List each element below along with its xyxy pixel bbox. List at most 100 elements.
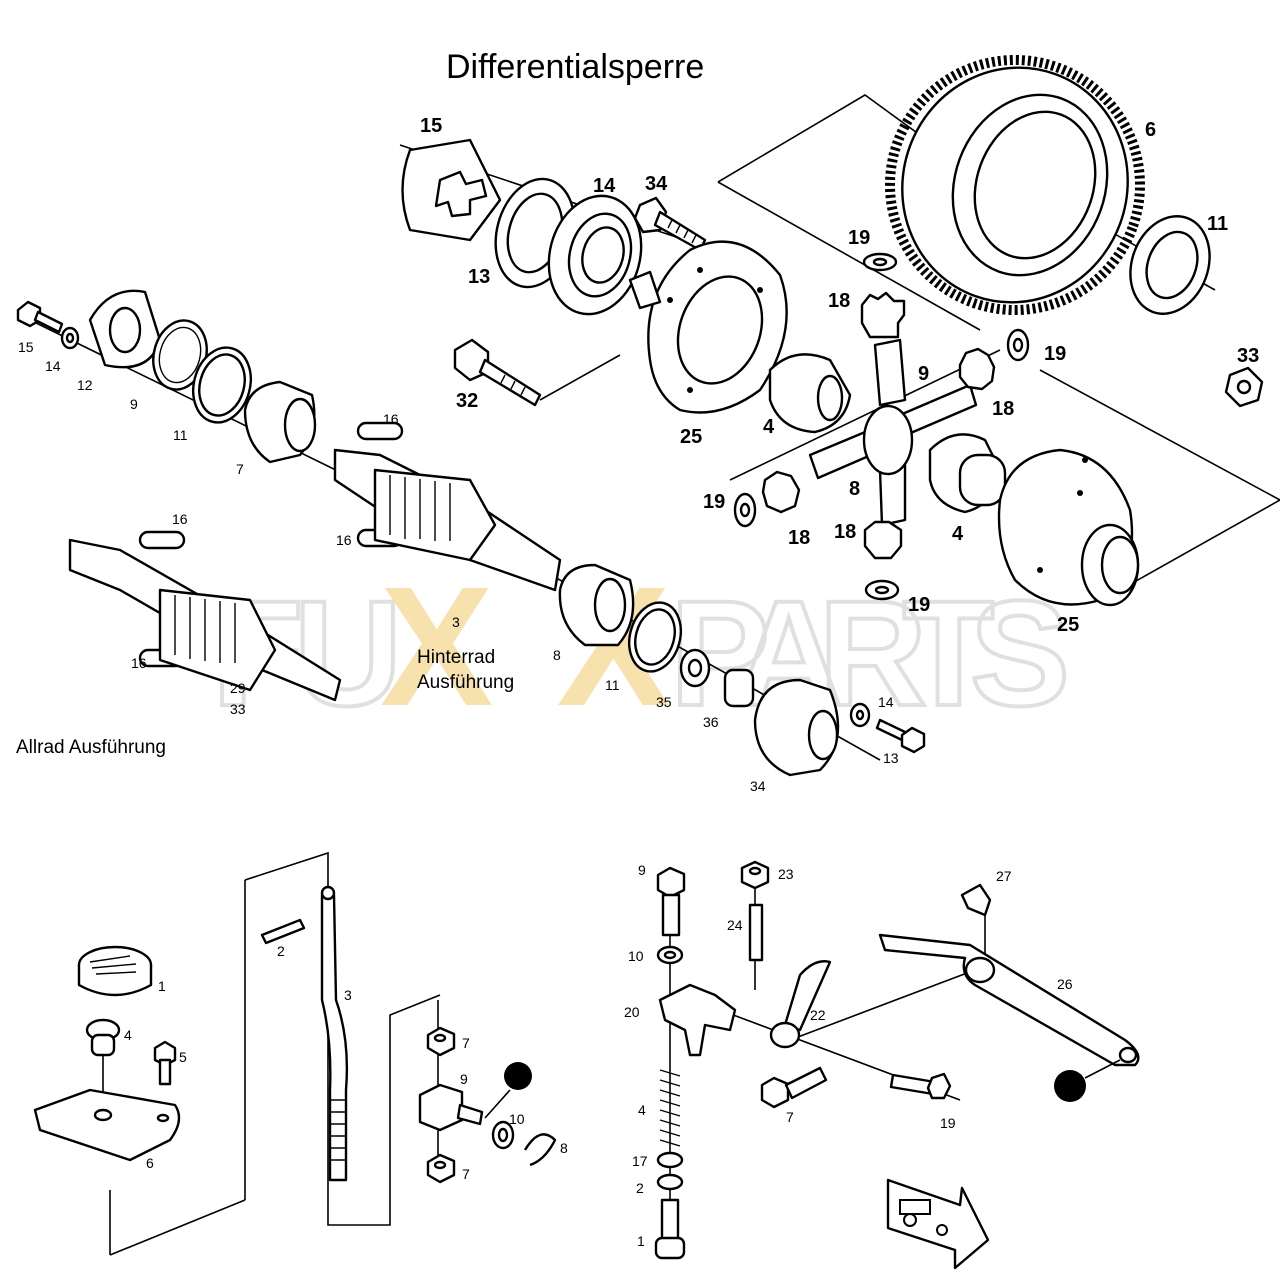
diff-leader-lines xyxy=(399,94,1280,591)
part-bolt-34 xyxy=(633,196,707,252)
part-shaft-rear xyxy=(333,448,562,592)
label-right-22: 22 xyxy=(810,1007,826,1023)
label-shaft-35: 35 xyxy=(656,694,672,710)
label-diff-11: 11 xyxy=(1207,213,1228,235)
label-diff-19d: 19 xyxy=(908,594,930,616)
label-shaft-3: 3 xyxy=(452,614,460,630)
part-fitting-27 xyxy=(960,883,992,917)
part-plate-6 xyxy=(33,1088,181,1162)
label-left-8: 8 xyxy=(560,1140,568,1156)
label-diff-18a: 18 xyxy=(828,290,850,312)
part-flange-12 xyxy=(88,289,162,369)
part-bolt-15-small xyxy=(16,300,64,334)
part-washer-2-right xyxy=(656,1173,684,1191)
part-pin-2 xyxy=(260,918,306,945)
part-block-9 xyxy=(418,1083,484,1132)
label-shaft-33: 33 xyxy=(230,701,246,717)
part-rod-3 xyxy=(320,885,349,1182)
label-diff-18b: 18 xyxy=(992,398,1014,420)
part-ring-11b xyxy=(628,601,682,673)
part-coupling-sleeve xyxy=(401,138,502,242)
label-shaft-9: 9 xyxy=(130,396,138,412)
label-diff-8: 8 xyxy=(849,478,860,500)
label-diff-4a: 4 xyxy=(763,416,775,438)
part-nut-7-upper xyxy=(426,1026,456,1057)
label-shaft-29: 29 xyxy=(230,680,246,696)
label-diff-14: 14 xyxy=(593,175,616,197)
label-shaft-11b: 11 xyxy=(605,677,620,693)
label-right-24: 24 xyxy=(727,917,743,933)
label-shaft-7: 7 xyxy=(236,461,244,477)
part-ball-bearing-right xyxy=(1129,215,1211,315)
callout-marker-right: A xyxy=(1054,1059,1121,1102)
part-washer-14b xyxy=(849,702,871,728)
label-right-17: 17 xyxy=(632,1153,648,1169)
part-washer-17 xyxy=(656,1151,684,1169)
label-shaft-12: 12 xyxy=(77,377,93,393)
label-right-4: 4 xyxy=(638,1102,646,1118)
part-washer-10 xyxy=(491,1120,515,1150)
label-diff-19a: 19 xyxy=(848,227,870,249)
lever-left-leader-lines xyxy=(102,851,441,1256)
part-nut-23 xyxy=(740,860,770,890)
caption-hinterrad-line1: Hinterrad xyxy=(417,647,496,668)
label-shaft-11: 11 xyxy=(173,427,188,443)
label-right-26: 26 xyxy=(1057,976,1073,992)
part-ball-bearing-upper xyxy=(547,194,643,316)
label-diff-19b: 19 xyxy=(1044,343,1066,365)
label-shaft-16a: 16 xyxy=(383,411,399,427)
label-right-10: 10 xyxy=(628,948,644,964)
label-left-7b: 7 xyxy=(462,1166,470,1182)
label-left-10: 10 xyxy=(509,1111,525,1127)
label-diff-15: 15 xyxy=(420,115,442,137)
label-left-9: 9 xyxy=(460,1071,468,1087)
part-bolt-13 xyxy=(875,718,926,754)
part-flange-34 xyxy=(753,678,840,777)
label-right-27: 27 xyxy=(996,868,1012,884)
part-knob-1 xyxy=(77,945,153,997)
label-shaft-14b: 14 xyxy=(878,694,894,710)
label-diff-6: 6 xyxy=(1145,119,1156,141)
label-right-7: 7 xyxy=(786,1109,794,1125)
callout-marker-text: A xyxy=(512,1067,525,1087)
part-diff-housing-upper xyxy=(628,240,788,414)
label-diff-34: 34 xyxy=(645,173,668,195)
label-diff-25b: 25 xyxy=(1057,614,1079,636)
lever-right-part-labels: 9 23 10 24 20 22 27 26 4 7 19 17 2 1 xyxy=(624,862,1073,1249)
part-bracket-20 xyxy=(658,983,737,1057)
part-bolt-5 xyxy=(153,1040,177,1086)
lever-left-part-labels: 1 4 5 6 2 3 7 9 10 8 7 xyxy=(124,943,568,1182)
label-diff-18c: 18 xyxy=(788,527,810,549)
part-spacer-36 xyxy=(723,668,755,708)
part-diff-housing-lower xyxy=(997,448,1140,607)
part-bolt-9-right xyxy=(656,866,686,937)
part-washer-14-small xyxy=(60,326,80,350)
part-ring-gear xyxy=(885,55,1145,315)
part-pin-1-right xyxy=(654,1198,686,1260)
label-right-2: 2 xyxy=(636,1180,644,1196)
label-diff-32: 32 xyxy=(456,390,478,412)
label-diff-18d: 18 xyxy=(834,521,856,543)
label-right-1: 1 xyxy=(637,1233,645,1249)
callout-marker-text-right: A xyxy=(1063,1077,1077,1099)
part-fork-26 xyxy=(878,933,1140,1067)
part-washer-10-right xyxy=(656,945,684,965)
caption-allrad: Allrad Ausführung xyxy=(16,737,166,758)
callout-marker-left: A xyxy=(484,1062,532,1119)
part-bolt-32 xyxy=(453,338,542,407)
part-bushing-4 xyxy=(85,1018,121,1057)
label-left-1: 1 xyxy=(158,978,166,994)
lever-right-leader-lines xyxy=(669,880,986,1240)
part-bearing-8 xyxy=(558,563,635,647)
label-diff-13: 13 xyxy=(468,266,490,288)
label-diff-25a: 25 xyxy=(680,426,702,448)
part-lever-22 xyxy=(769,960,832,1049)
label-right-9: 9 xyxy=(638,862,646,878)
label-left-5: 5 xyxy=(179,1049,187,1065)
part-nut-33 xyxy=(1224,366,1264,408)
label-left-4: 4 xyxy=(124,1027,132,1043)
label-shaft-16b: 16 xyxy=(336,532,352,548)
label-right-23: 23 xyxy=(778,866,794,882)
part-nut-7-lower xyxy=(426,1153,456,1184)
